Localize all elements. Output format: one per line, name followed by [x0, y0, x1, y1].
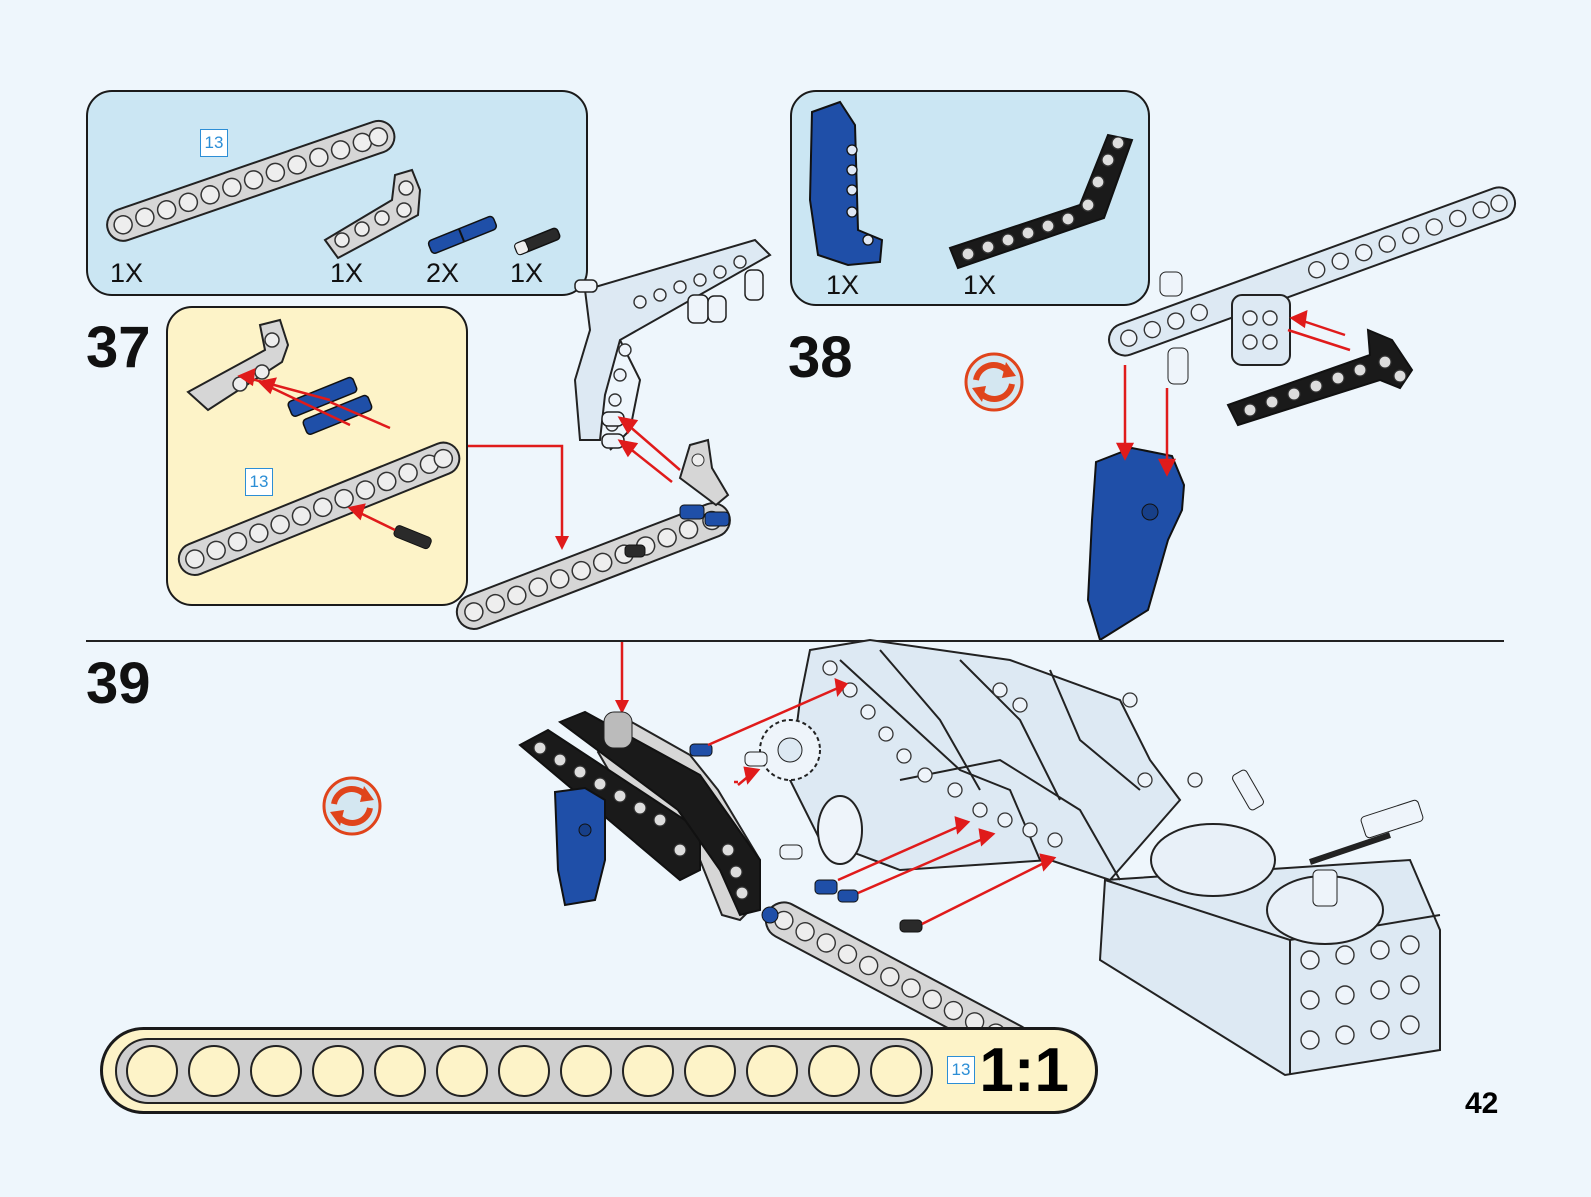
ruler-hole: [560, 1045, 612, 1097]
ruler-scale: 1:1: [979, 1036, 1069, 1105]
step-number-37: 37: [86, 315, 151, 380]
beam-length-badge: 13: [200, 129, 228, 157]
black-pin-part: [514, 227, 561, 256]
step-divider: [86, 640, 1504, 642]
rotate-model-icon: [964, 352, 1024, 412]
qty-beam-13: 1X: [110, 258, 144, 288]
ruler-hole: [498, 1045, 550, 1097]
ruler-hole: [436, 1045, 488, 1097]
ruler-hole: [870, 1045, 922, 1097]
qty-black-bent-beam: 1X: [963, 270, 997, 300]
rotate-model-icon-2: [322, 776, 382, 836]
ruler-hole: [374, 1045, 426, 1097]
ruler-hole: [188, 1045, 240, 1097]
ruler-hole: [250, 1045, 302, 1097]
subassembly-length-badge: 13: [245, 468, 273, 496]
qty-l-beam: 1X: [330, 258, 364, 288]
l-beam-part: [323, 168, 422, 260]
qty-blue-axle-pin: 2X: [426, 258, 460, 288]
beam-13-part: [106, 119, 396, 242]
step-number-39: 39: [86, 651, 151, 716]
beam-length-ruler: 13 1:1: [100, 1027, 1098, 1114]
ruler-hole: [622, 1045, 674, 1097]
page-number: 42: [1465, 1087, 1499, 1120]
ruler-hole: [808, 1045, 860, 1097]
blue-axle-pin-part: [427, 215, 498, 255]
qty-blue-panel: 1X: [826, 270, 860, 300]
ruler-hole: [684, 1045, 736, 1097]
ruler-hole: [746, 1045, 798, 1097]
ruler-hole: [126, 1045, 178, 1097]
ruler-hole: [312, 1045, 364, 1097]
ruler-beam: [115, 1038, 933, 1104]
step-number-38: 38: [788, 325, 853, 390]
ruler-length-badge: 13: [947, 1056, 975, 1084]
qty-black-pin: 1X: [510, 258, 544, 288]
